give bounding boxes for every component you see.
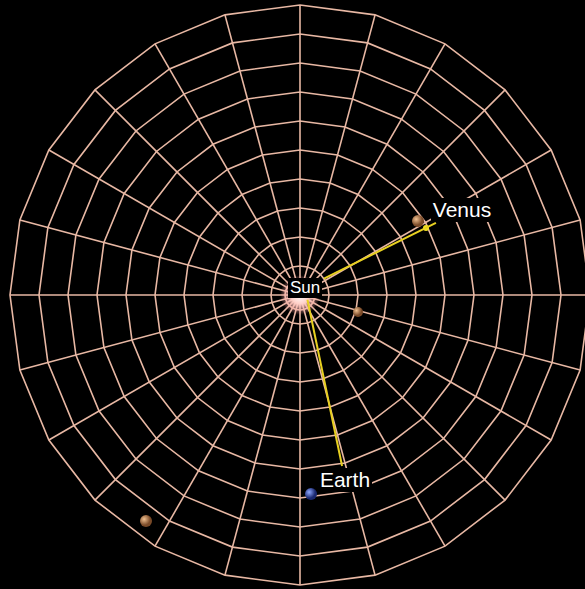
venus-label-box: Venus	[431, 198, 493, 222]
sun-label: Sun	[288, 278, 322, 298]
venus-label: Venus	[431, 198, 493, 222]
grid-spoke	[299, 295, 301, 585]
grid-spoke	[300, 150, 551, 295]
grid-spoke	[10, 294, 300, 296]
grid-spoke	[155, 44, 300, 295]
earth-label: Earth	[318, 468, 372, 492]
earth-label-box: Earth	[318, 468, 372, 492]
grid-spoke	[49, 295, 300, 440]
grid-spoke	[300, 295, 375, 575]
venus-planet	[412, 215, 424, 227]
grid-spoke	[155, 295, 300, 546]
grid-spoke	[300, 220, 580, 295]
grid-spoke	[300, 294, 585, 296]
grid-spoke	[300, 295, 445, 546]
grid-spoke	[300, 44, 445, 295]
grid-spoke	[20, 295, 300, 370]
grid-spoke	[300, 295, 551, 440]
grid-spoke	[225, 15, 300, 295]
grid-spoke	[299, 5, 301, 295]
grid-spoke	[225, 295, 300, 575]
orbit-radius-line	[307, 300, 342, 466]
grid-spoke	[300, 295, 505, 500]
grid-spoke	[300, 15, 375, 295]
grid-spoke	[49, 150, 300, 295]
grid-spoke	[95, 295, 300, 500]
orbit-ring	[10, 5, 585, 585]
earth-planet	[305, 488, 317, 500]
grid-spoke	[95, 90, 300, 295]
orbit-radius-line	[324, 223, 436, 279]
grid-spoke	[300, 295, 580, 370]
grid-spoke	[20, 220, 300, 295]
grid-spoke	[300, 90, 505, 295]
mercury-planet	[353, 307, 363, 317]
mars-planet	[140, 515, 152, 527]
sun-label-box: Sun	[288, 278, 322, 298]
